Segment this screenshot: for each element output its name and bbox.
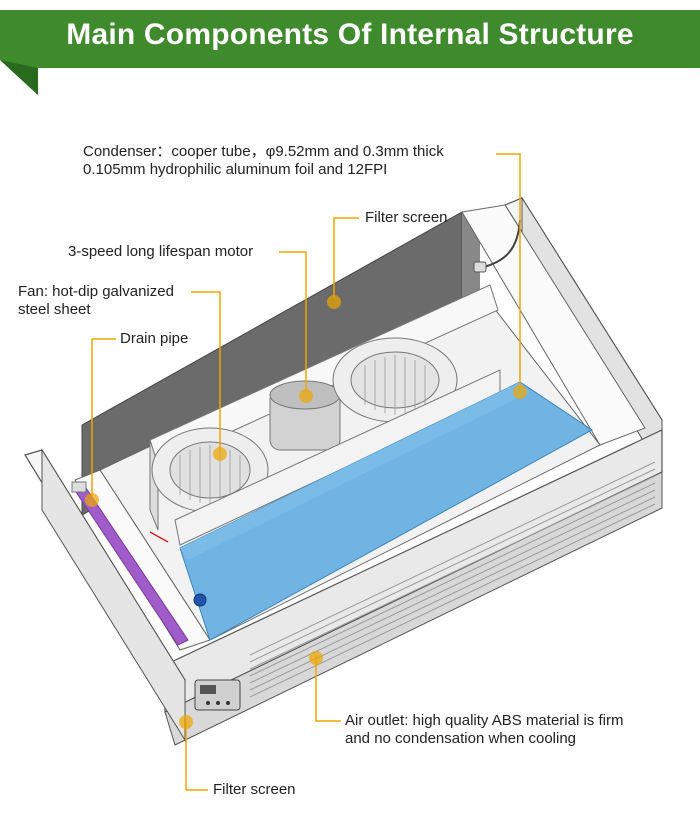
fan-label: Fan: hot-dip galvanized steel sheet bbox=[18, 283, 174, 319]
page-title: Main Components Of Internal Structure bbox=[66, 18, 634, 51]
control-panel bbox=[194, 679, 241, 711]
air-outlet-line-2: and no condensation when cooling bbox=[345, 730, 577, 747]
filter-screen-bottom-label: Filter screen bbox=[213, 781, 296, 798]
banner-shape bbox=[0, 10, 700, 95]
title-banner: Main Components Of Internal Structure bbox=[0, 0, 700, 95]
callout-markers bbox=[85, 295, 527, 729]
fan-line-2: steel sheet bbox=[18, 301, 91, 318]
drain-pipe-label: Drain pipe bbox=[120, 330, 189, 347]
condenser-line-2: 0.105mm hydrophilic aluminum foil and 12… bbox=[83, 161, 388, 178]
air-outlet-line-1: Air outlet: high quality ABS material is… bbox=[345, 712, 624, 729]
air-outlet-label: Air outlet: high quality ABS material is… bbox=[345, 712, 623, 748]
motor-label: 3-speed long lifespan motor bbox=[68, 243, 254, 260]
fan-line-1: Fan: hot-dip galvanized bbox=[18, 283, 174, 300]
condenser-line-1: Condenser：cooper tube，φ9.52mm and 0.3mm … bbox=[83, 143, 444, 160]
condenser-label: Condenser：cooper tube，φ9.52mm and 0.3mm … bbox=[83, 143, 444, 179]
filter-screen-top-label: Filter screen bbox=[365, 209, 448, 226]
callout-leaders bbox=[91, 153, 521, 791]
